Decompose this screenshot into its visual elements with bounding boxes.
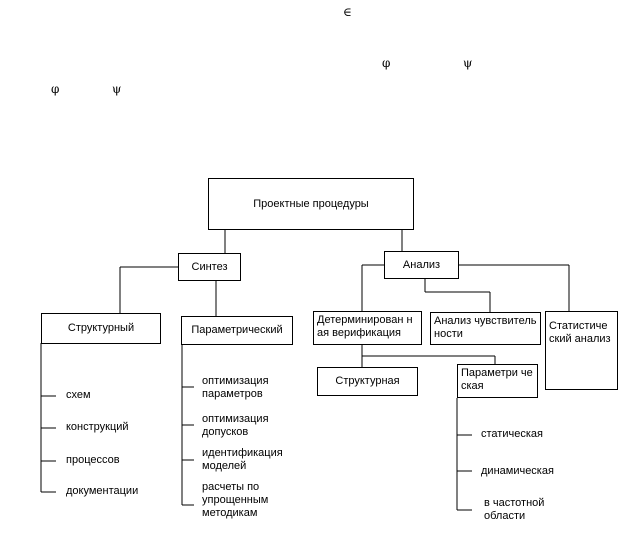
structural-verification-label: Структурная xyxy=(335,375,400,387)
parametric-item: оптимизация допусков xyxy=(202,413,269,438)
psi-symbol-2: ψ xyxy=(112,82,122,96)
structural-verification-box: Структурная xyxy=(317,367,418,396)
root-box: Проектные процедуры xyxy=(208,178,414,230)
structural-synthesis-label: Структурный xyxy=(67,322,135,334)
deterministic-verification-label: Детерминирован ная верификация xyxy=(317,314,413,339)
structural-item: процессов xyxy=(66,454,120,466)
structural-item: документации xyxy=(66,485,139,497)
root-label: Проектные процедуры xyxy=(253,197,369,210)
deterministic-verification-box: Детерминирован ная верификация xyxy=(313,311,422,345)
parametric-verification-label: Параметри ческая xyxy=(461,367,533,392)
sensitivity-analysis-box: Анализ чувствительности xyxy=(430,312,541,345)
parametric-synthesis-label: Параметрический xyxy=(191,324,283,336)
structural-synthesis-box: Структурный xyxy=(41,313,161,344)
sensitivity-analysis-label: Анализ чувствительности xyxy=(434,315,537,340)
element-of-symbol: ∈ xyxy=(343,5,352,19)
parametric-synthesis-box: Параметрический xyxy=(181,316,293,345)
statistical-analysis-label: Статистиче ский анализ xyxy=(549,320,611,345)
parametric-item: оптимизация параметров xyxy=(202,375,269,400)
analysis-box: Анализ xyxy=(384,251,459,279)
synthesis-box: Синтез xyxy=(178,253,241,281)
parametric-verification-item: в частотной области xyxy=(484,497,545,522)
parametric-verification-item: статическая xyxy=(481,428,543,440)
structural-item: конструкций xyxy=(66,421,129,433)
parametric-item: расчеты по упрощенным методикам xyxy=(202,481,269,519)
parametric-verification-box: Параметри ческая xyxy=(457,364,538,398)
analysis-label: Анализ xyxy=(402,258,441,271)
phi-symbol-2: φ xyxy=(51,82,60,96)
parametric-verification-item: динамическая xyxy=(481,465,554,477)
structural-item: схем xyxy=(66,389,91,401)
psi-symbol-1: ψ xyxy=(463,56,473,70)
parametric-item: идентификация моделей xyxy=(202,447,283,472)
statistical-analysis-box: Статистиче ский анализ xyxy=(545,311,618,390)
phi-symbol-1: φ xyxy=(382,56,391,70)
synthesis-label: Синтез xyxy=(191,260,228,273)
